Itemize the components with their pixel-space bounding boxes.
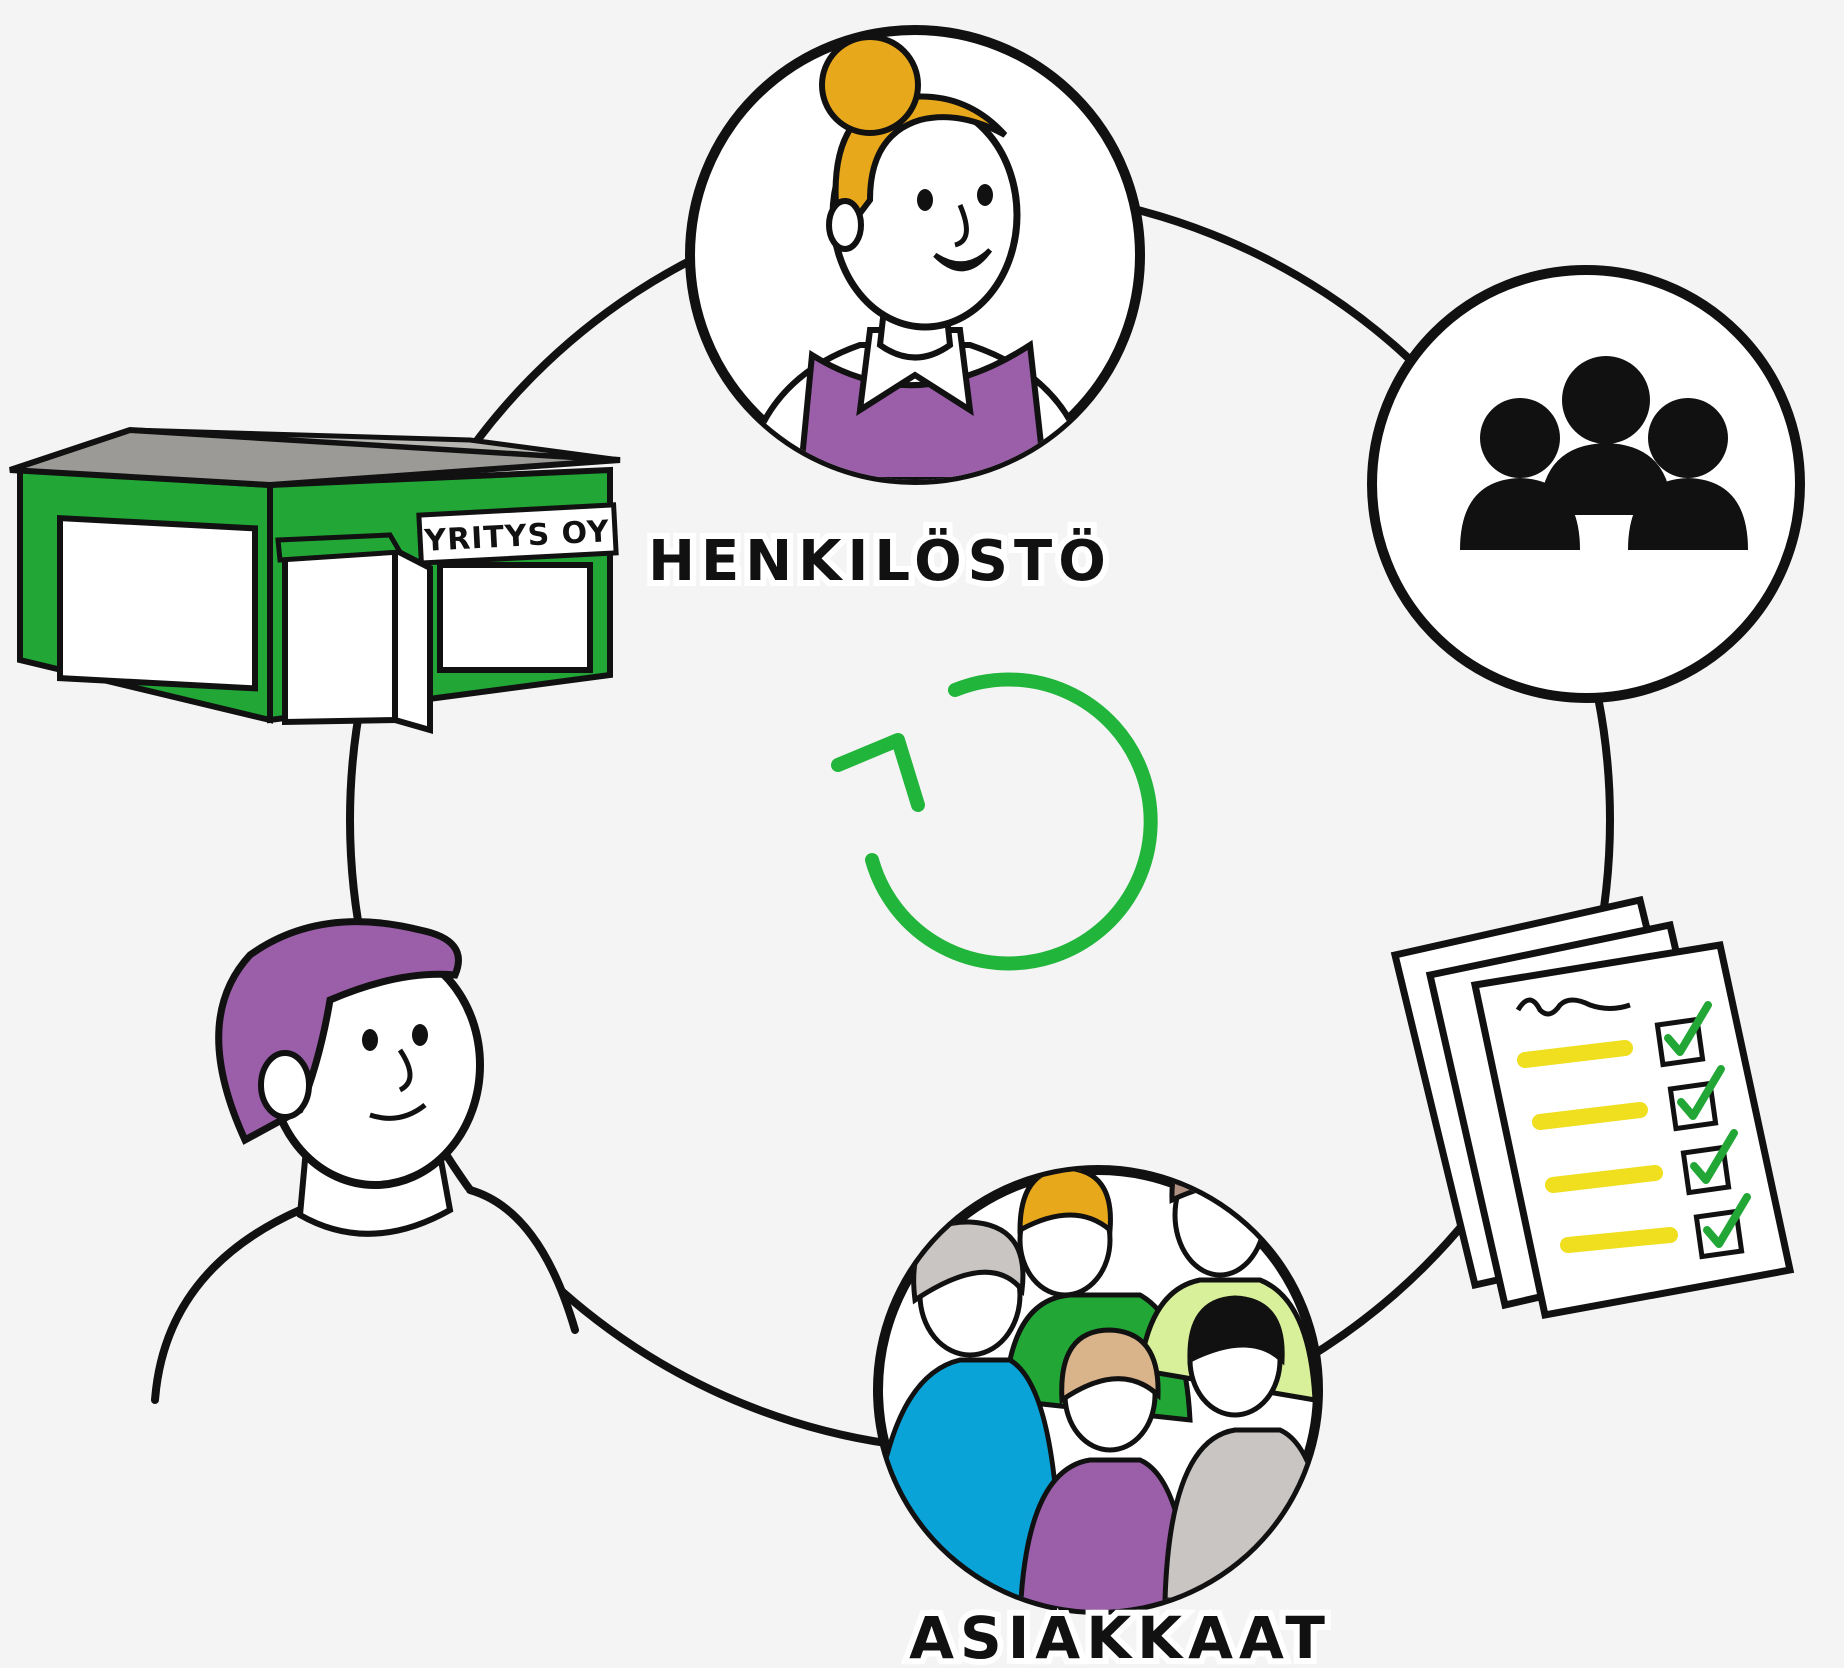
- customers-avatar: [873, 1165, 1323, 1615]
- checklist-documents-icon: [1390, 895, 1795, 1320]
- shop-building: YRITYS OY: [9, 426, 621, 734]
- smiling-man: [151, 918, 579, 1404]
- customers-label: ASIAKKAAT: [909, 1604, 1331, 1668]
- team-circle: [1367, 265, 1805, 703]
- shop-sign: [416, 502, 619, 566]
- refresh-cycle-icon: [831, 672, 1158, 971]
- woman-employee-avatar: [741, 34, 1094, 480]
- group-of-people-icon: [1460, 356, 1748, 550]
- staff-label: HENKILÖSTÖ: [648, 529, 1112, 594]
- staff-avatar: [685, 25, 1145, 485]
